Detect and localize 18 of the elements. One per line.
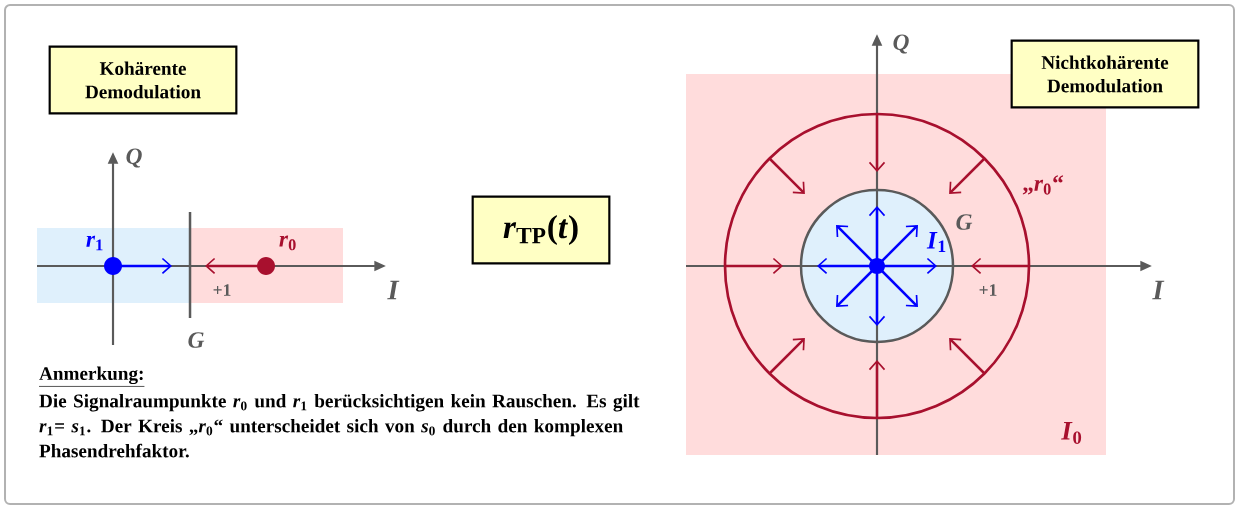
region-label: I$_{0}$ <box>1061 422 1082 444</box>
note-heading: Anmerkung: <box>38 366 145 387</box>
point-label: r$_{0}$ <box>279 235 296 251</box>
axis-label: I <box>1152 280 1165 300</box>
title-box: Kohärente Demodulation <box>48 45 238 115</box>
threshold-label: G <box>956 214 973 230</box>
axis-label: Q <box>126 148 142 168</box>
tick-label: +1 <box>213 284 231 296</box>
axis-label: I <box>387 280 400 300</box>
point-label: r$_{1}$ <box>86 235 103 251</box>
note-text: Die Signalraumpunkte r$_{0}$ und r$_{1}$ berücksichtigen kein Rauschen. Es gilt r$_{1}$= s$_{1}$. Der Kreis „r$_{0}$“ unterscheidet sich von s$_{0}$ durch den komplexen Phasendrehfaktor. <box>39 394 640 458</box>
signal-box: r$_{TP}$(t) <box>471 195 611 265</box>
threshold-label: G <box>188 332 205 348</box>
title-box: Nichtkohärente Demodulation <box>1010 39 1200 109</box>
region-label: I$_{1}$ <box>926 232 946 252</box>
tick-label: +1 <box>979 284 997 296</box>
axis-label: Q <box>893 34 909 54</box>
circle-label: „r$_{0}$“ <box>1022 175 1064 195</box>
